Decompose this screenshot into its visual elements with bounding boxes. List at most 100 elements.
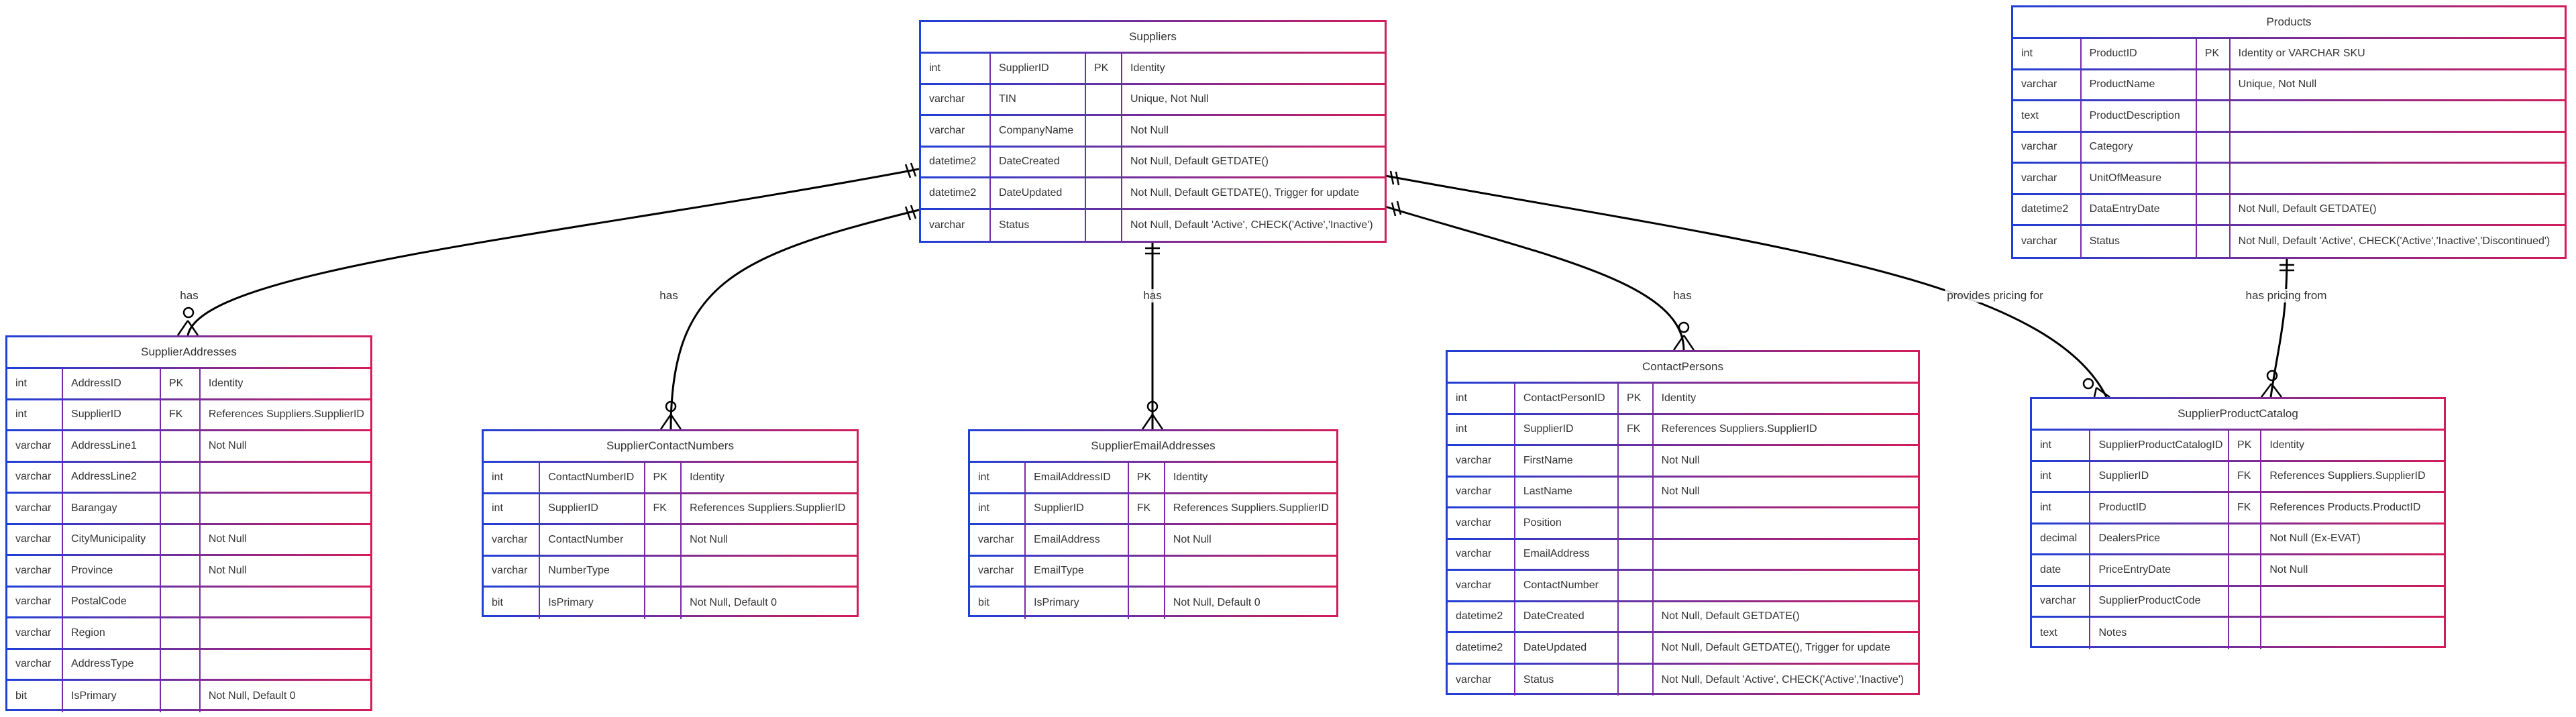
field-name: EmailType	[1026, 556, 1129, 586]
field-constraint: Not Null	[1661, 454, 1700, 466]
field-key	[1086, 178, 1122, 208]
field-key	[1129, 556, 1165, 586]
rel-suppliers-contactnumbers	[659, 205, 920, 430]
field-constraint: Not Null, Default GETDATE(), Trigger for…	[1130, 186, 1360, 199]
field-type: bit	[970, 588, 1026, 619]
field-name: Status	[2082, 226, 2197, 258]
field-type: int	[2032, 461, 2091, 491]
field-name: Status	[991, 209, 1086, 241]
field-name: TIN	[991, 85, 1086, 114]
field-type: int	[2032, 431, 2091, 460]
field-name: IsPrimary	[540, 588, 645, 619]
field-name: SupplierProductCatalogID	[2090, 431, 2230, 460]
field-name: SupplierID	[540, 494, 645, 523]
field-key	[1619, 477, 1654, 506]
field-type: varchar	[2013, 226, 2082, 258]
field-type: varchar	[1448, 446, 1515, 476]
field-key: PK	[1086, 54, 1122, 83]
field-constraint: Not Null, Default 0	[208, 690, 296, 702]
field-key	[161, 525, 201, 554]
rel-label-has-emailaddresses: has	[1141, 289, 1164, 302]
field-type: datetime2	[1448, 633, 1515, 663]
field-constraint	[1165, 557, 1336, 586]
field-key: FK	[645, 494, 682, 523]
field-key	[2197, 132, 2231, 162]
field-name: IsPrimary	[63, 681, 161, 712]
field-key	[645, 588, 682, 619]
field-name: LastName	[1515, 477, 1619, 506]
field-constraint	[1654, 540, 1918, 569]
field-constraint: Not Null, Default 'Active', CHECK('Activ…	[2238, 235, 2551, 247]
field-name: SupplierID	[63, 400, 161, 429]
rel-label-has-pricing-from: has pricing from	[2243, 289, 2329, 302]
field-type: varchar	[1448, 539, 1515, 569]
field-type: bit	[484, 588, 541, 619]
field-type: int	[921, 54, 991, 83]
field-key	[1619, 633, 1654, 663]
field-name: ContactNumber	[1515, 571, 1619, 600]
field-name: ContactPersonID	[1515, 384, 1619, 413]
field-type: int	[1448, 384, 1515, 413]
field-name: IsPrimary	[1026, 588, 1129, 619]
field-type: varchar	[921, 85, 991, 114]
field-type: datetime2	[921, 147, 991, 176]
field-type: text	[2013, 101, 2082, 131]
field-type: int	[2032, 493, 2091, 522]
field-key	[2229, 618, 2262, 649]
field-name: ProductName	[2082, 70, 2197, 99]
entity-title: SupplierAddresses	[7, 337, 370, 369]
field-name: DateUpdated	[991, 178, 1086, 208]
field-key	[161, 494, 201, 523]
field-key	[1086, 85, 1122, 114]
field-type: varchar	[7, 525, 64, 554]
field-name: PostalCode	[63, 587, 161, 616]
field-name: CityMunicipality	[63, 525, 161, 554]
field-key	[1619, 508, 1654, 538]
rel-products-productcatalog	[2261, 258, 2294, 398]
field-type: varchar	[2032, 586, 2091, 616]
field-type: varchar	[1448, 664, 1515, 696]
field-constraint: Not Null, Default 0	[690, 597, 777, 609]
field-name: FirstName	[1515, 446, 1619, 476]
field-constraint: Identity	[1173, 471, 1208, 483]
field-name: UnitOfMeasure	[2082, 164, 2197, 193]
field-name: EmailAddress	[1515, 539, 1619, 569]
field-constraint: Not Null	[2269, 563, 2308, 575]
field-name: DealersPrice	[2090, 524, 2230, 553]
field-name: ProductID	[2090, 493, 2230, 522]
field-constraint: Not Null, Default GETDATE()	[2238, 203, 2377, 215]
field-type: decimal	[2032, 524, 2091, 553]
field-type: int	[1448, 415, 1515, 444]
entity-title: SupplierEmailAddresses	[970, 431, 1336, 463]
field-name: SupplierID	[2090, 461, 2230, 491]
field-constraint: References Suppliers.SupplierID	[1173, 502, 1329, 514]
field-key	[645, 556, 682, 586]
field-key: PK	[1619, 384, 1654, 413]
field-type: varchar	[7, 494, 64, 523]
field-key: FK	[2229, 461, 2262, 491]
field-type: varchar	[7, 587, 64, 616]
field-name: DateCreated	[1515, 602, 1619, 631]
